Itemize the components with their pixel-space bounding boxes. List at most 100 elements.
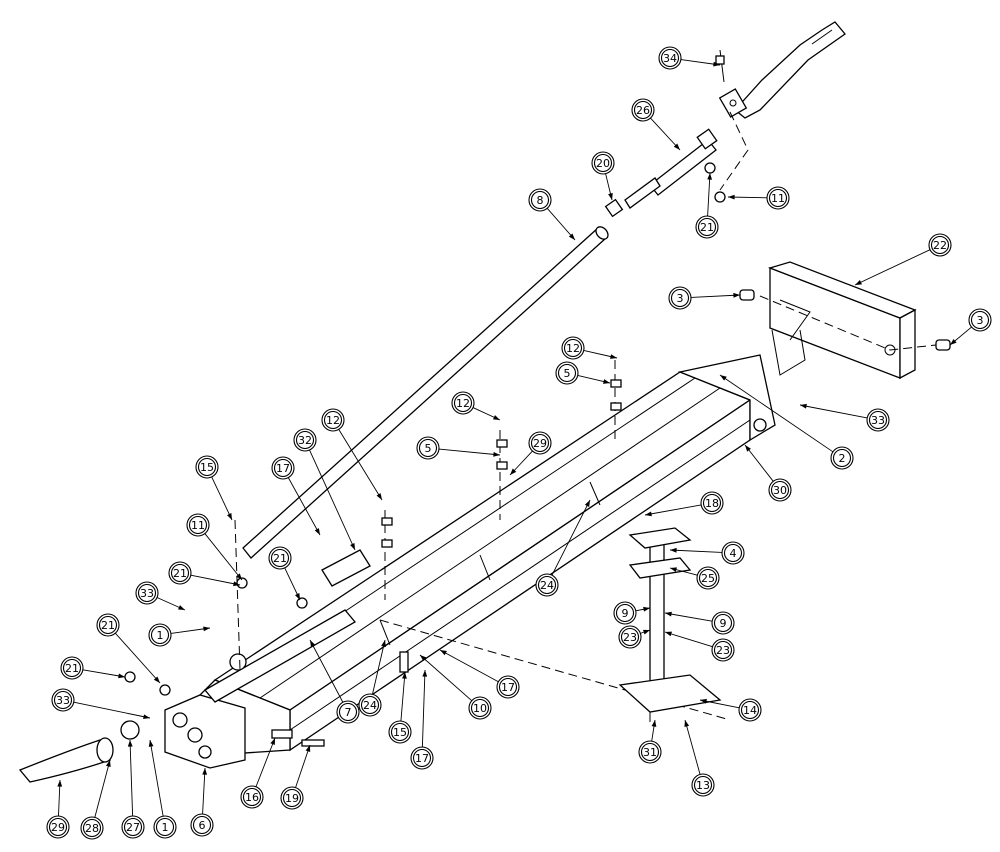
- leader-line: [202, 767, 206, 815]
- callout-label: 3: [677, 292, 684, 305]
- callout-label: 26: [636, 104, 650, 117]
- callout-inner-circle: [453, 393, 473, 413]
- leader-line: [255, 737, 276, 787]
- callout-inner-circle: [770, 480, 790, 500]
- callout-label: 29: [533, 437, 547, 450]
- callout-label: 15: [393, 726, 407, 739]
- leader-arrowhead: [422, 670, 428, 677]
- leader-arrowhead: [670, 547, 677, 553]
- callout-label: 28: [85, 822, 99, 835]
- leader-line: [400, 671, 406, 722]
- callout-inner-circle: [615, 603, 635, 623]
- leader-arrowhead: [310, 640, 316, 647]
- callout-balloon: 5: [416, 436, 440, 460]
- leader-arrowhead: [568, 233, 575, 240]
- leader-arrowhead: [645, 511, 652, 517]
- leader-arrowhead: [493, 451, 500, 457]
- callout-label: 16: [245, 791, 259, 804]
- leader-line: [190, 574, 241, 586]
- callout-balloon: 17: [496, 675, 520, 699]
- callout-balloon: 7: [336, 700, 360, 724]
- leader-arrowhead: [376, 493, 382, 500]
- callout-label: 23: [716, 644, 730, 657]
- leader-arrowhead: [700, 698, 707, 704]
- leader-arrowhead: [950, 338, 957, 345]
- callout-inner-circle: [723, 543, 743, 563]
- leader-arrowhead: [233, 581, 240, 587]
- hose-29: [18, 737, 114, 783]
- callout-label: 8: [537, 194, 544, 207]
- callout-balloon: 8: [528, 188, 552, 212]
- leader-arrowhead: [270, 738, 275, 745]
- callout-balloon: 20: [591, 151, 615, 175]
- callout-inner-circle: [633, 100, 653, 120]
- callout-inner-circle: [270, 548, 290, 568]
- callout-inner-circle: [53, 690, 73, 710]
- washers: [381, 379, 622, 548]
- callout-inner-circle: [620, 627, 640, 647]
- callout-label: 10: [473, 702, 487, 715]
- leader-line: [684, 719, 701, 775]
- callout-balloon: 12: [321, 408, 345, 432]
- connector-20: [604, 198, 624, 218]
- callout-balloon: 24: [358, 693, 382, 717]
- callout-inner-circle: [698, 568, 718, 588]
- callout-inner-circle: [670, 288, 690, 308]
- callout-label: 5: [564, 367, 571, 380]
- stand-base-31: [618, 674, 722, 722]
- leader-arrowhead: [127, 740, 133, 747]
- callout-balloon: 1: [153, 815, 177, 839]
- leader-arrowhead: [651, 720, 657, 727]
- callout-balloon: 28: [80, 816, 104, 840]
- leader-lines: [57, 59, 972, 818]
- callout-label: 22: [933, 239, 947, 252]
- callout-inner-circle: [170, 563, 190, 583]
- leader-arrowhead: [670, 567, 677, 572]
- callout-label: 24: [540, 579, 554, 592]
- callout-balloon: 5: [555, 361, 579, 385]
- callout-inner-circle: [98, 615, 118, 635]
- callout-label: 17: [276, 462, 290, 475]
- callout-inner-circle: [868, 410, 888, 430]
- nut-21-top: [704, 162, 716, 174]
- leader-arrowhead: [148, 740, 154, 747]
- leader-arrowhead: [105, 760, 111, 767]
- callout-inner-circle: [768, 188, 788, 208]
- leader-line: [650, 117, 681, 151]
- leader-line: [129, 739, 134, 817]
- callout-inner-circle: [62, 658, 82, 678]
- support-arm-7: [204, 609, 356, 703]
- callout-balloon: 4: [721, 541, 745, 565]
- callout-balloon: 33: [135, 581, 159, 605]
- leader-arrowhead: [295, 593, 300, 600]
- leader-line: [372, 639, 386, 695]
- leader-arrowhead: [643, 606, 650, 612]
- callout-inner-circle: [693, 775, 713, 795]
- callout-inner-circle: [537, 575, 557, 595]
- leader-line: [309, 639, 344, 703]
- assembly-line-bracket: [759, 295, 937, 351]
- leader-line: [419, 654, 473, 702]
- leader-arrowhead: [510, 468, 517, 475]
- callout-label: 21: [273, 552, 287, 565]
- callout-balloon: 21: [695, 215, 719, 239]
- leader-line: [439, 649, 499, 683]
- callout-label: 1: [157, 629, 164, 642]
- leader-arrowhead: [178, 605, 185, 610]
- callout-label: 1: [162, 821, 169, 834]
- callout-inner-circle: [930, 235, 950, 255]
- callout-label: 6: [199, 819, 206, 832]
- callout-inner-circle: [593, 153, 613, 173]
- callout-inner-circle: [295, 430, 315, 450]
- leader-arrowhead: [720, 375, 727, 381]
- callout-balloon: 21: [96, 613, 120, 637]
- leader-arrowhead: [713, 61, 720, 67]
- callout-inner-circle: [82, 818, 102, 838]
- callout-balloon: 16: [240, 785, 264, 809]
- leader-arrowhead: [143, 714, 150, 720]
- callout-balloon: 18: [700, 491, 724, 515]
- callout-balloon: 21: [168, 561, 192, 585]
- stand-post: [628, 527, 692, 691]
- leader-line: [82, 669, 126, 678]
